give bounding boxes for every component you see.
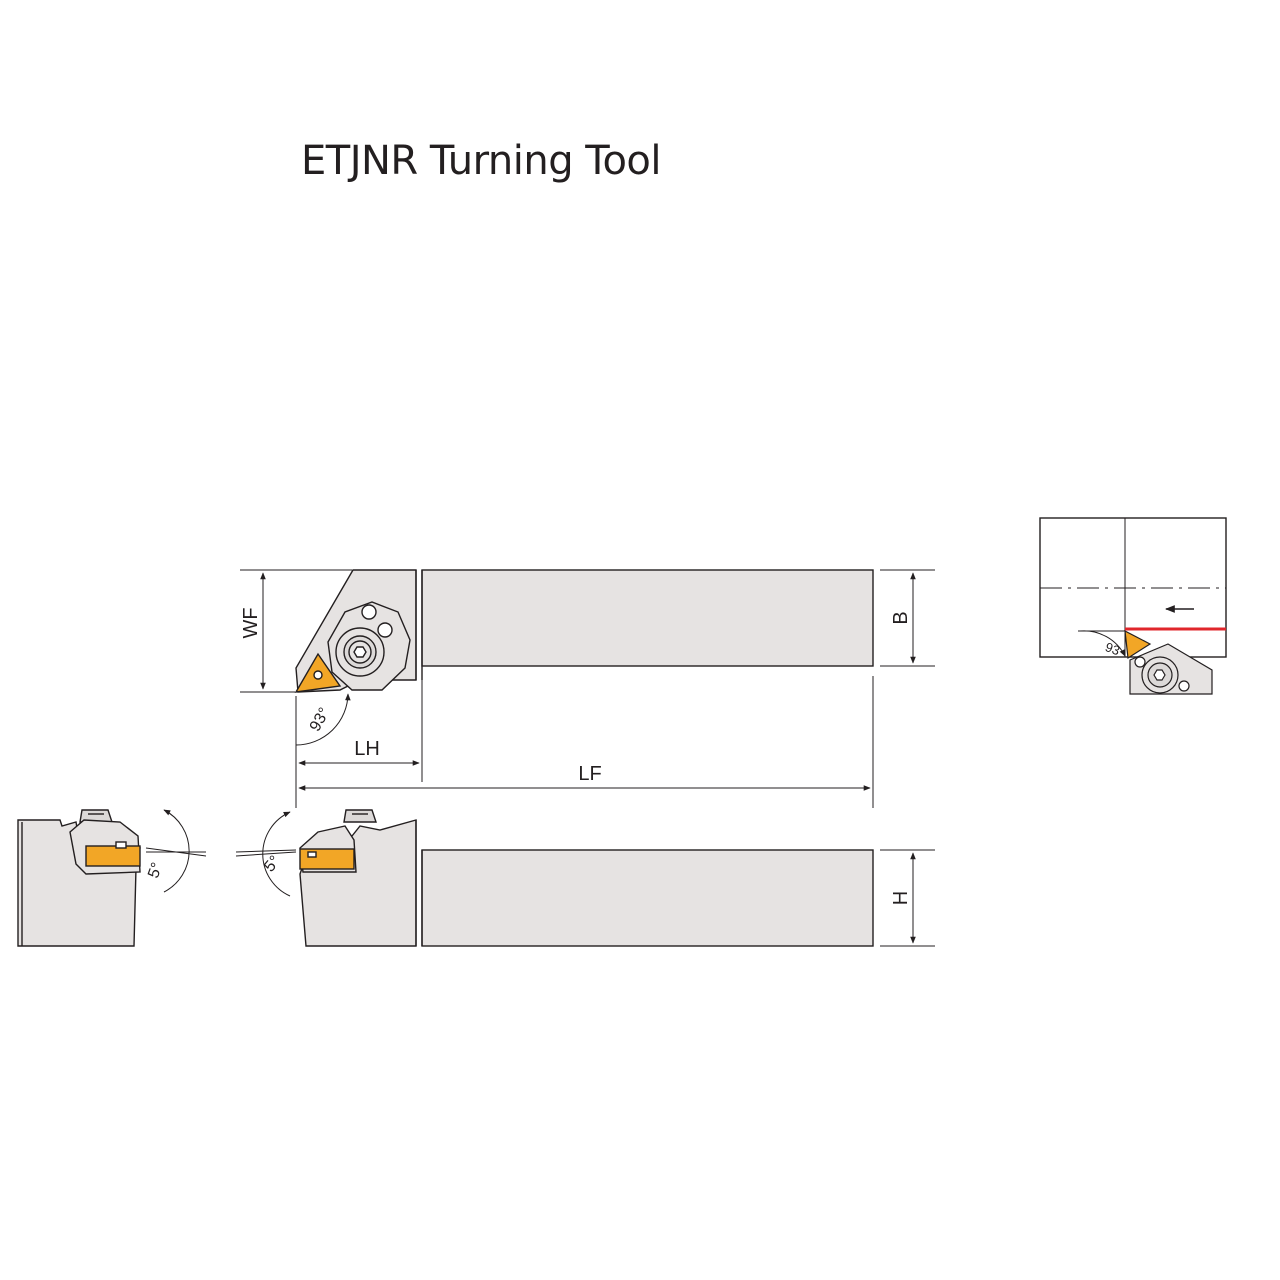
side-inclination-label: 5° — [261, 853, 284, 876]
wf-dimension — [240, 569, 352, 693]
application-sketch — [1039, 517, 1227, 695]
wf-label: WF — [240, 607, 262, 638]
front-insert — [85, 845, 141, 867]
front-view — [17, 809, 141, 947]
page-title: ETJNR Turning Tool — [301, 138, 662, 184]
top-view — [294, 569, 874, 693]
b-label: B — [890, 611, 912, 624]
approach-angle-arc — [295, 693, 351, 746]
lh-label: LH — [354, 738, 380, 760]
h-label: H — [890, 891, 912, 905]
approach-angle-label: 93° — [307, 705, 334, 734]
b-dimension — [880, 569, 935, 667]
side-shank — [421, 849, 874, 947]
side-view — [299, 809, 874, 947]
top-shank — [421, 569, 874, 667]
front-inclination-label: 5° — [145, 860, 166, 880]
sketch-insert — [1124, 629, 1152, 660]
sketch-angle-label: 93 — [1103, 639, 1122, 658]
lf-label: LF — [578, 763, 601, 785]
h-dimension — [880, 849, 935, 947]
